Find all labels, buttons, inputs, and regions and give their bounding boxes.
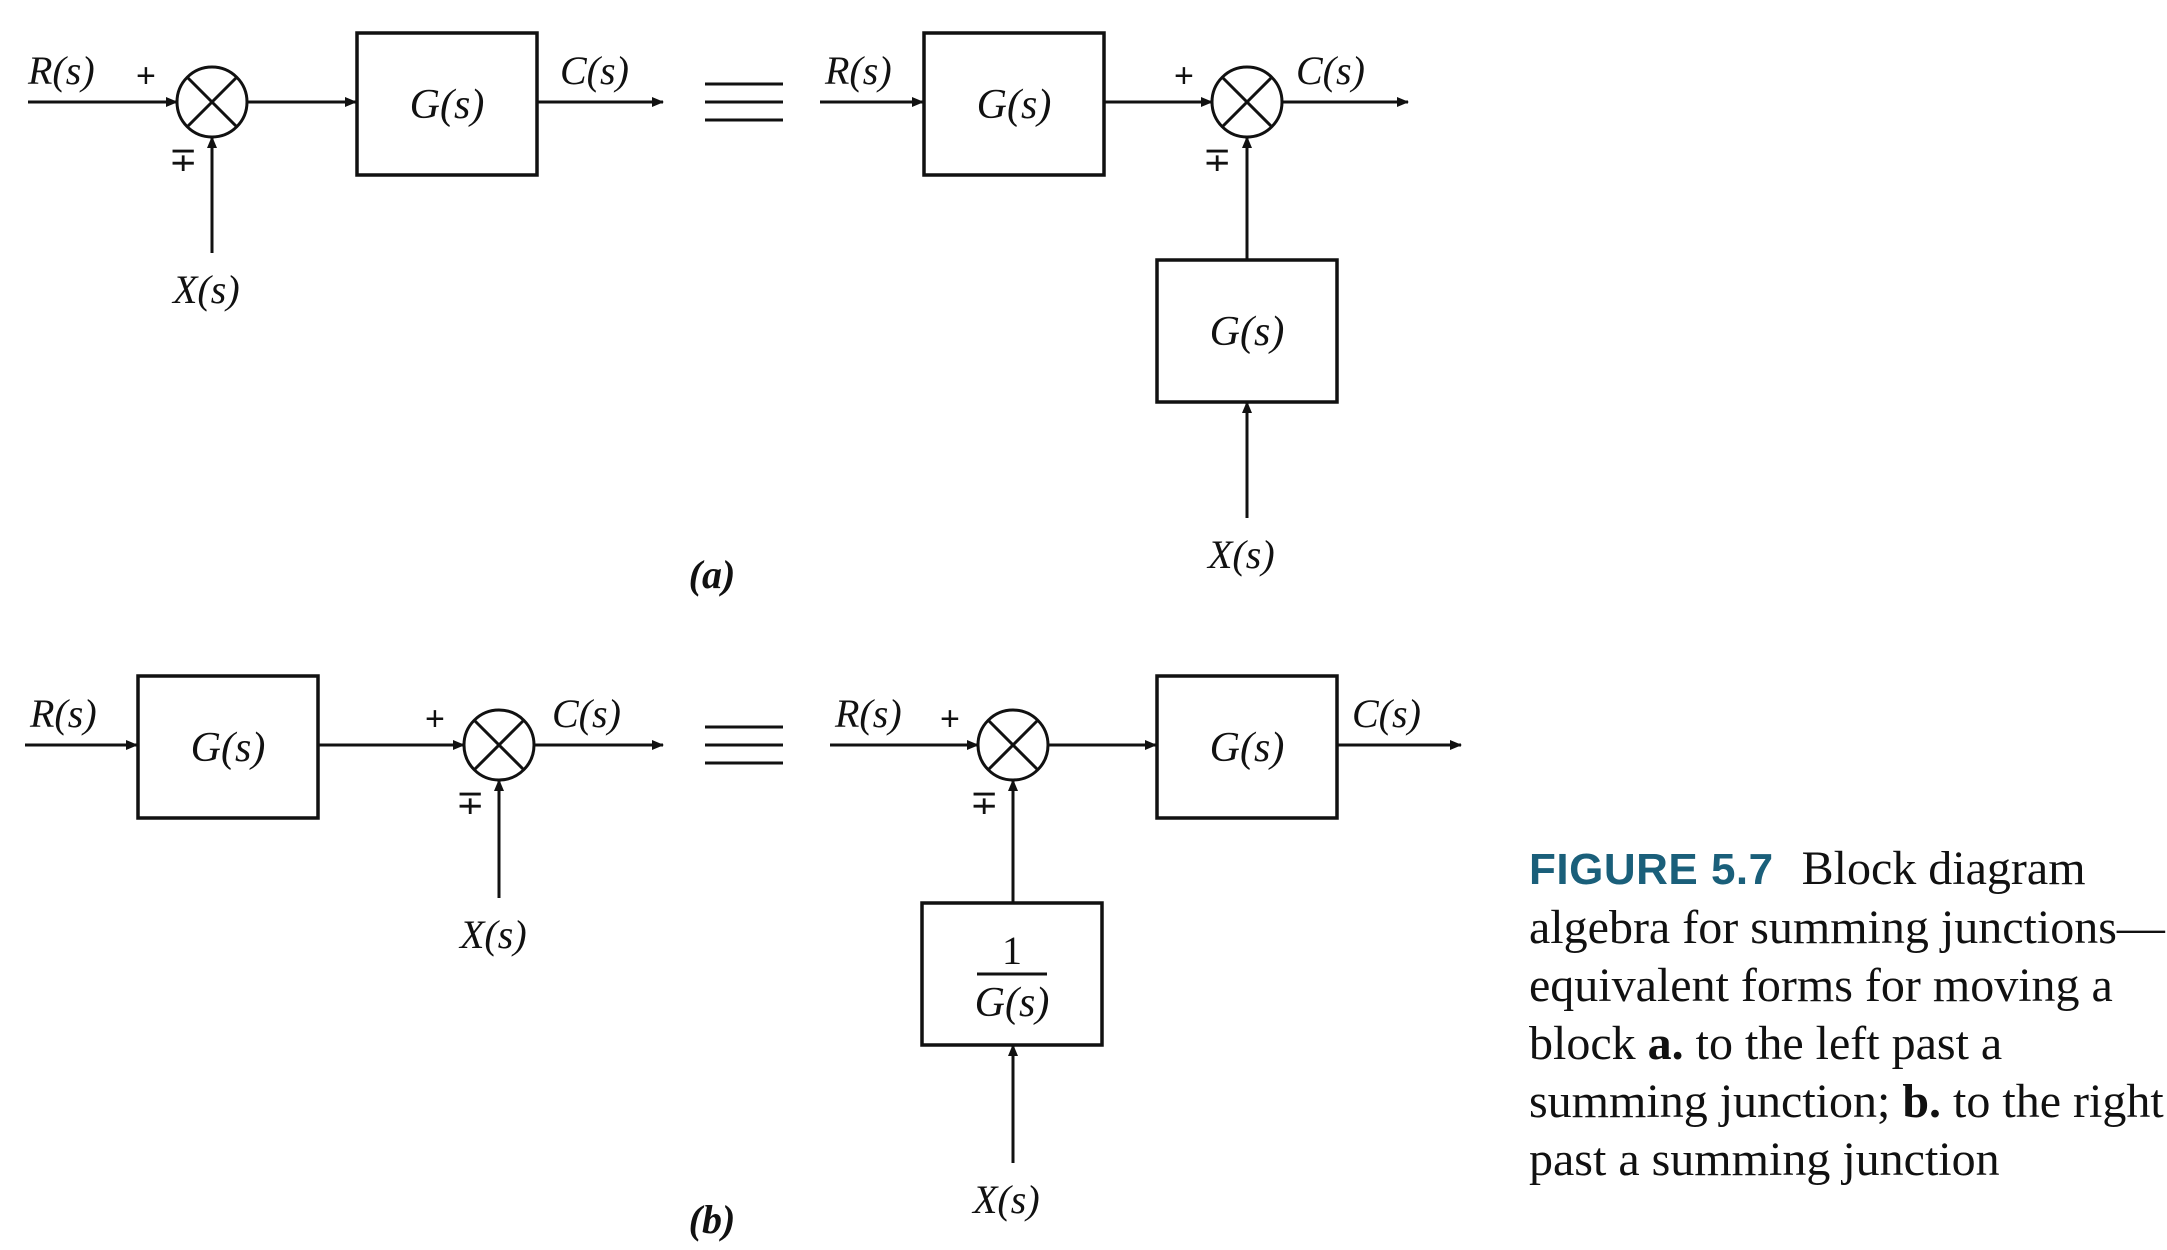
input-label: R(s) (29, 691, 97, 736)
input-label: R(s) (834, 691, 902, 736)
sign-minus-plus: ∓ (1203, 141, 1232, 179)
output-label: C(s) (1296, 48, 1365, 93)
caption-text-1: Block diagram algebra for summing juncti… (1529, 842, 2165, 1070)
figure-label: FIGURE 5.7 (1529, 845, 1774, 894)
diagram-a-right: R(s) G(s) + C(s) ∓ G(s) X(s) (820, 31, 1409, 577)
block-g-label: G(s) (977, 82, 1052, 128)
caption-marker-a: a. (1647, 1017, 1684, 1070)
sign-minus-plus: ∓ (169, 141, 198, 179)
disturbance-label: X(s) (458, 912, 527, 957)
diagram-b-left: R(s) G(s) + C(s) ∓ X(s) (25, 674, 664, 957)
inverse-numerator: 1 (1002, 928, 1022, 973)
input-label: R(s) (824, 48, 892, 93)
sign-plus: + (425, 700, 445, 738)
block-g (355, 31, 539, 177)
input-label: R(s) (27, 48, 95, 93)
summing-junction (462, 708, 536, 782)
block-g (922, 31, 1106, 177)
sign-plus: + (136, 57, 156, 95)
sign-minus-plus: ∓ (970, 784, 999, 822)
part-a-label: (a) (689, 552, 736, 597)
summing-junction (976, 708, 1050, 782)
part-b-label: (b) (689, 1197, 736, 1242)
block-g (136, 674, 320, 820)
caption-text-2: to the left past a summing junction; (1529, 1017, 2003, 1128)
block-g-label: G(s) (410, 82, 485, 128)
sign-plus: + (940, 700, 960, 738)
disturbance-label: X(s) (171, 267, 240, 312)
output-label: C(s) (552, 691, 621, 736)
block-g-label: G(s) (191, 725, 266, 771)
inverse-denominator: G(s) (975, 980, 1050, 1026)
block-g-label: G(s) (1210, 725, 1285, 771)
summing-junction (1210, 65, 1284, 139)
caption-marker-b: b. (1902, 1075, 1942, 1128)
sign-minus-plus: ∓ (456, 784, 485, 822)
disturbance-label: X(s) (1206, 532, 1275, 577)
output-label: C(s) (1352, 691, 1421, 736)
block-g (1155, 674, 1339, 820)
equivalence-symbol-b (705, 725, 783, 765)
output-label: C(s) (560, 48, 629, 93)
summing-junction (175, 65, 249, 139)
block-g-lower-label: G(s) (1210, 309, 1285, 355)
disturbance-label: X(s) (971, 1177, 1040, 1222)
diagram-b-right: R(s) + G(s) C(s) ∓ 1 G(s) X(s) (830, 674, 1462, 1222)
caption-text-3: to the right past a summing junction (1529, 1075, 2164, 1186)
sign-plus: + (1174, 57, 1194, 95)
equivalence-symbol-a (705, 82, 783, 122)
diagram-a-left: R(s) + ∓ X(s) G(s) C(s) (27, 31, 664, 312)
